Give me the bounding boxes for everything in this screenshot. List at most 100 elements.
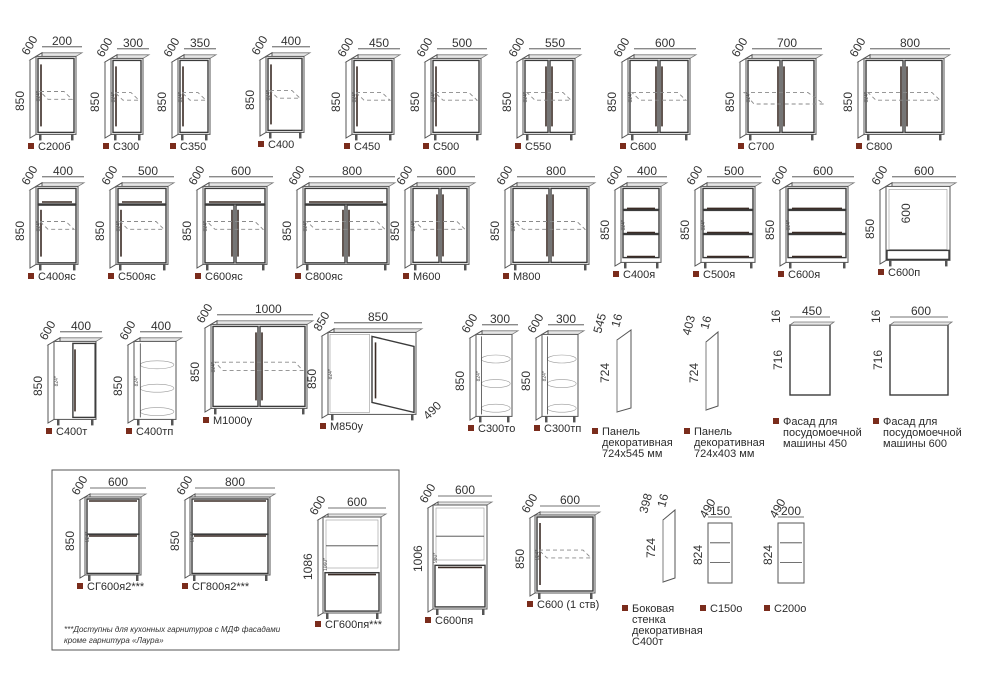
height-dim: 850 [388, 221, 402, 241]
leg [181, 134, 184, 141]
door-right [440, 187, 468, 264]
door [371, 335, 415, 414]
leg [193, 575, 196, 581]
depth-dim: 600 [306, 493, 328, 518]
inner-height-dim: 824* [111, 92, 117, 102]
inner-height-dim: 824* [535, 550, 541, 560]
label-marker [764, 605, 770, 611]
shelf-outline [354, 92, 392, 101]
height-dim: 850 [598, 220, 612, 240]
depth-dim: 600 [768, 163, 790, 188]
cabinet-label: М1000у [213, 415, 253, 427]
inner-height-dim: 824* [54, 376, 60, 386]
leg [206, 264, 209, 271]
drawer-front [324, 571, 380, 612]
leg [434, 134, 437, 141]
door [536, 516, 594, 592]
door-right [659, 59, 689, 134]
drawer-front-1 [622, 187, 660, 211]
cabinet-label: С700 [748, 141, 774, 153]
cabinet-label: С550 [525, 141, 551, 153]
depth-dim: 600 [193, 301, 215, 326]
door [179, 59, 209, 134]
leg [867, 134, 870, 141]
width-dim: 600 [911, 304, 931, 318]
height-dim: 850 [280, 221, 294, 241]
leg [71, 134, 74, 141]
width-dim: 200 [781, 504, 801, 518]
carcass-body [885, 185, 951, 261]
leg [114, 134, 117, 141]
depth-dim: 600 [524, 311, 546, 336]
width-dim: 300 [556, 312, 576, 326]
shelf-outline [305, 221, 387, 230]
depth-dim: 600 [98, 163, 120, 188]
facade-edge [788, 321, 836, 326]
depth-dim: 600 [868, 163, 890, 188]
cabinet-label: С400т [56, 426, 87, 438]
cabinet-label: С500яс [118, 271, 156, 283]
cabinet-label: М600 [413, 271, 441, 283]
door-left [629, 59, 659, 134]
cabinet-label: С150о [710, 603, 742, 615]
leg [39, 134, 42, 141]
width-dim: 600 [813, 164, 833, 178]
height-dim: 850 [678, 220, 692, 240]
label-marker [203, 417, 209, 423]
cabinet-label: стенка [632, 614, 667, 626]
height-dim: 850 [453, 371, 467, 391]
inner-height-dim: 824* [701, 220, 707, 230]
label-marker [878, 269, 884, 275]
opening [888, 189, 948, 250]
facade-edge [888, 321, 954, 326]
leg [656, 262, 659, 269]
door-left [212, 325, 259, 408]
height-dim: 724 [598, 363, 612, 383]
cabinet-label: СГ800я2*** [192, 581, 250, 593]
door [72, 342, 96, 419]
width-dim: 150 [710, 504, 730, 518]
width-dim: 400 [53, 164, 73, 178]
inner-height-dim: 824* [178, 92, 184, 102]
cabinet-label: С400т [632, 636, 663, 648]
drawer-front-2 [702, 209, 754, 235]
